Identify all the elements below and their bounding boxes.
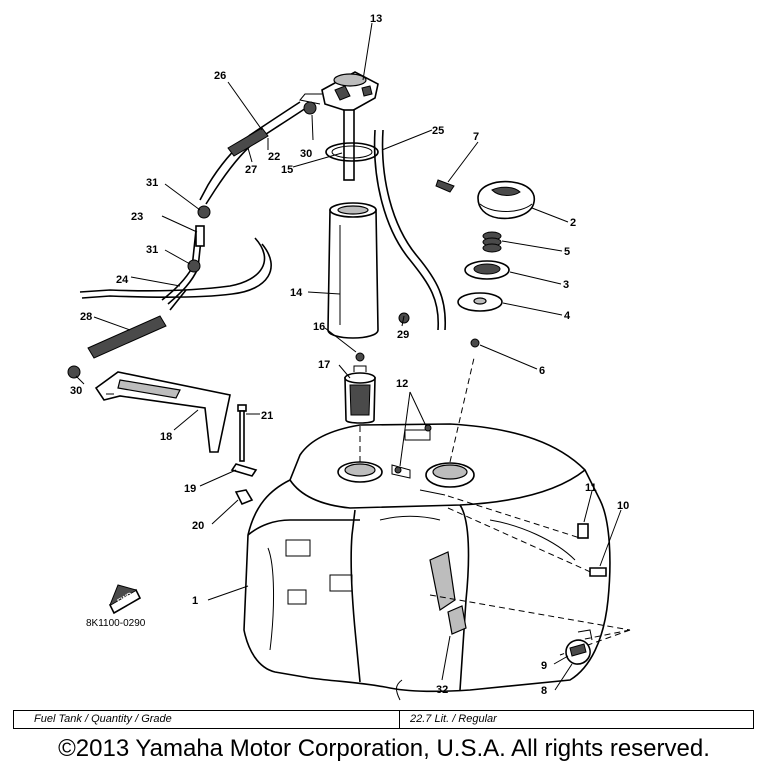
fuel-tank-exploded-diagram: FWD 8K1100-0290 — [67, 13, 631, 701]
callout-11: 11 — [585, 482, 597, 494]
spec-value: 22.7 Lit. / Regular — [410, 713, 497, 725]
callout-24: 24 — [116, 274, 129, 286]
vent-hose-24 — [79, 229, 272, 305]
clip-9 — [577, 629, 593, 641]
cap-bolt-7 — [435, 179, 455, 193]
spring-5 — [482, 231, 502, 253]
callout-17: 17 — [318, 359, 330, 371]
screws — [394, 424, 607, 577]
callout-labels: 1 2 3 4 5 6 7 8 9 10 11 12 13 14 15 16 1… — [70, 13, 629, 697]
callout-30-lower: 30 — [70, 385, 82, 397]
fuel-cock — [299, 71, 379, 181]
damper-20 — [234, 489, 254, 506]
leader-lines — [75, 22, 622, 691]
callout-10: 10 — [617, 500, 629, 512]
callout-23: 23 — [131, 211, 143, 223]
callout-28: 28 — [80, 311, 92, 323]
nut-6 — [470, 338, 480, 348]
callout-8: 8 — [541, 685, 547, 697]
callout-16: 16 — [313, 321, 325, 333]
callout-32: 32 — [436, 684, 448, 696]
filter-17 — [344, 352, 376, 424]
callout-14: 14 — [290, 287, 303, 299]
callout-25: 25 — [432, 125, 444, 137]
o-ring-15 — [325, 142, 379, 162]
callout-26: 26 — [214, 70, 226, 82]
callout-3: 3 — [563, 279, 569, 291]
callout-5: 5 — [564, 246, 570, 258]
spec-table: Fuel Tank / Quantity / Grade 22.7 Lit. /… — [13, 710, 754, 729]
strainer-tube — [327, 202, 379, 339]
callout-21: 21 — [261, 410, 273, 422]
callout-9: 9 — [541, 660, 547, 672]
fuel-cap — [477, 180, 536, 220]
callout-18: 18 — [160, 431, 172, 443]
callout-4: 4 — [564, 310, 571, 322]
fwd-badge: FWD — [108, 584, 142, 615]
copyright-notice: ©2013 Yamaha Motor Corporation, U.S.A. A… — [58, 735, 710, 762]
callout-31-upper: 31 — [146, 177, 158, 189]
breather-hose-25 — [373, 129, 447, 331]
callout-2: 2 — [570, 217, 576, 229]
callout-15: 15 — [281, 164, 293, 176]
callout-29: 29 — [397, 329, 409, 341]
callout-31-lower: 31 — [146, 244, 158, 256]
callout-12: 12 — [396, 378, 408, 390]
clamps — [67, 101, 410, 379]
fuel-tank — [243, 423, 611, 701]
callout-20: 20 — [192, 520, 204, 532]
callout-7: 7 — [473, 131, 479, 143]
plate-4 — [457, 292, 503, 312]
spec-name: Fuel Tank / Quantity / Grade — [14, 711, 400, 728]
cap-8 — [565, 639, 591, 665]
collar-19 — [230, 463, 258, 477]
callout-13: 13 — [370, 13, 382, 25]
protector-28 — [87, 289, 187, 359]
callout-19: 19 — [184, 483, 196, 495]
protector-27 — [227, 127, 269, 157]
part-code: 8K1100-0290 — [86, 618, 146, 629]
callout-1: 1 — [192, 595, 198, 607]
bolt-21 — [237, 404, 247, 462]
callout-27: 27 — [245, 164, 257, 176]
bracket-18 — [94, 371, 231, 453]
gasket-3 — [464, 260, 510, 280]
callout-22: 22 — [268, 151, 280, 163]
callout-30-upper: 30 — [300, 148, 312, 160]
callout-6: 6 — [539, 365, 545, 377]
